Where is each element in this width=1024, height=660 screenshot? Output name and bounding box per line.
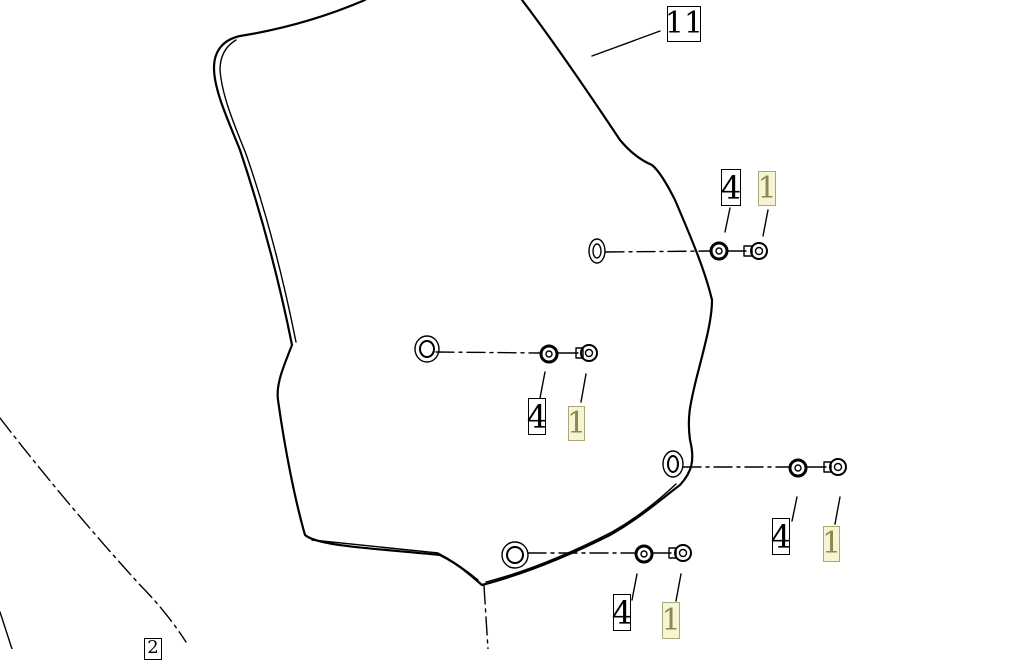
callout-screw: 1 [757, 170, 777, 206]
screw-icon [575, 344, 598, 362]
washer-icon [788, 458, 808, 478]
callout-screw: 1 [661, 602, 681, 639]
grommet-icon [501, 541, 529, 569]
callout-screw: 1 [566, 405, 587, 441]
washer-icon [709, 241, 729, 261]
edge-line-left [0, 611, 13, 649]
washer-icon [539, 344, 559, 364]
center-line-bottom [483, 585, 489, 649]
screw-icon [668, 544, 692, 562]
leader-line-11 [591, 30, 661, 57]
body-panel-bottom-flange [485, 483, 677, 583]
callout-washer: 4 [770, 517, 792, 556]
center-line-left [0, 417, 187, 643]
body-panel-lower-inner-edge [311, 539, 479, 581]
grommet-icon [662, 450, 684, 478]
callout-partial-corner: 2 [144, 638, 162, 660]
fastener-assembly-1 [588, 207, 769, 264]
callout-washer: 4 [720, 168, 742, 207]
screw-icon [823, 458, 847, 476]
fastener-assembly-2 [414, 335, 598, 403]
fastener-assembly-4 [501, 541, 692, 602]
screw-icon [743, 242, 768, 260]
body-panel-inner-edge [219, 39, 297, 343]
body-panel-outline [212, 0, 714, 587]
grommet-icon [588, 238, 606, 264]
callout-washer: 4 [526, 397, 548, 436]
fastener-assembly-3 [662, 450, 847, 525]
washer-icon [634, 544, 654, 564]
callout-washer: 4 [611, 593, 633, 632]
grommet-icon [414, 335, 440, 363]
callout-panel: 11 [664, 6, 704, 42]
callout-screw: 1 [821, 526, 842, 562]
